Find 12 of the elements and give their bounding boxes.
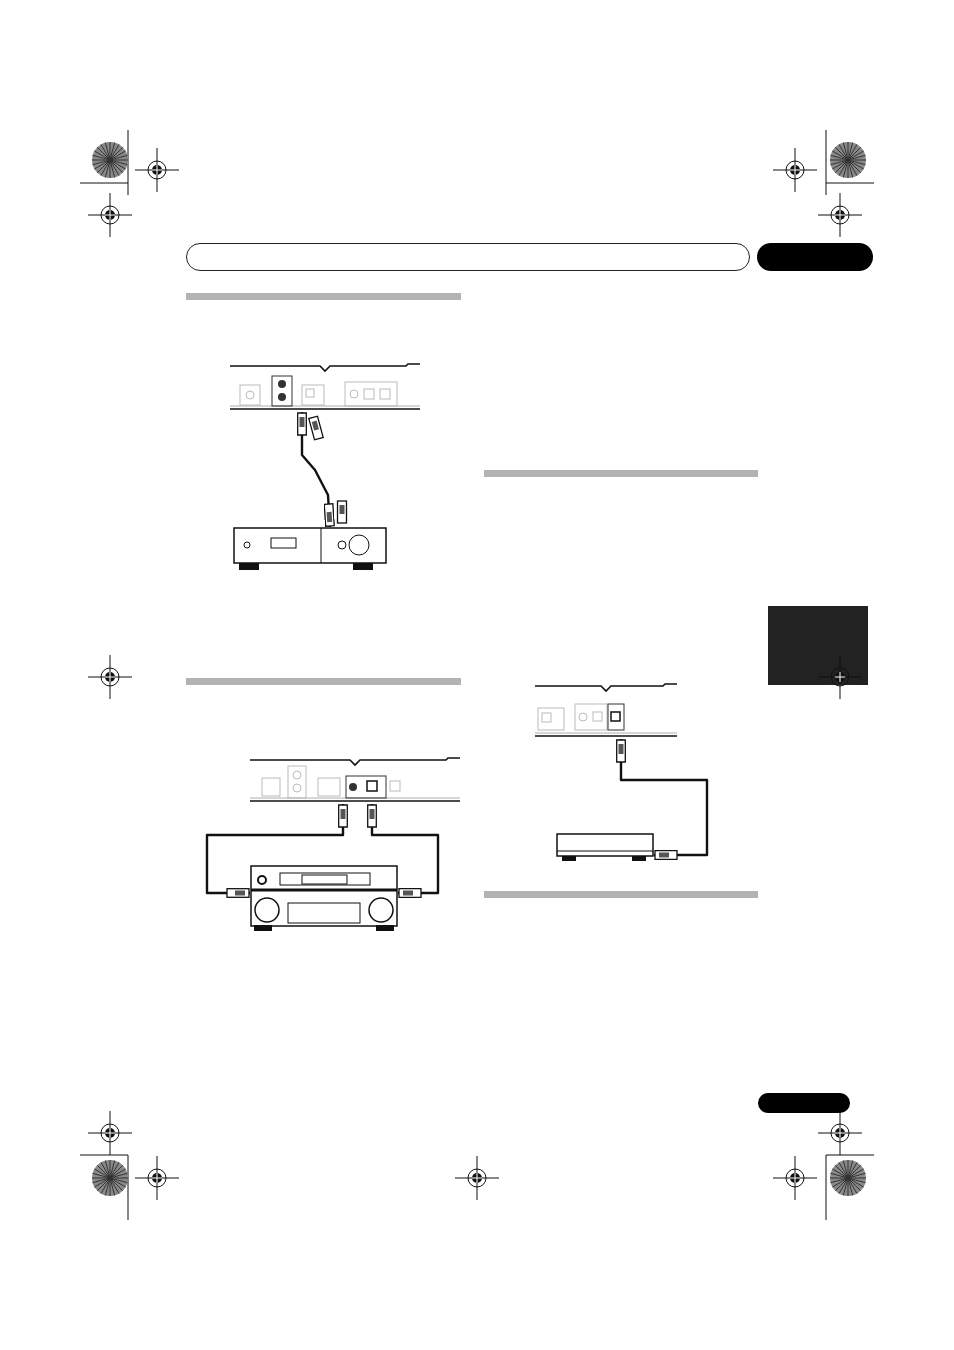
av-receiver-drawing [250,865,398,933]
cable [367,804,440,898]
amplifier-drawing [233,527,387,572]
rear-panel-drawing [250,756,460,804]
cable [297,412,335,528]
cable [616,739,709,860]
chapter-tab [757,243,873,271]
side-tab [768,606,868,685]
component-drawing [556,833,654,863]
cable [205,804,348,898]
rear-panel-drawing [230,362,420,412]
rear-panel-drawing [535,682,677,739]
